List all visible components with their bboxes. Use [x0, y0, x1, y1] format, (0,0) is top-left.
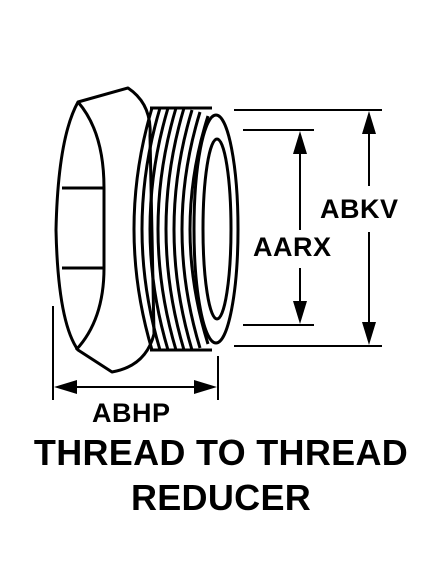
thread-ridge [148, 107, 170, 351]
thread-ridge [164, 107, 186, 351]
hex-nut-upper-face [76, 101, 106, 189]
arrowheads [54, 111, 376, 394]
abkv-arrow-up [362, 111, 376, 134]
abhp-arrow-right [194, 380, 217, 394]
hex-nut-lower-face [74, 267, 106, 352]
hex-nut [54, 86, 156, 374]
thread-ridge [156, 107, 178, 351]
diagram-title-line-1: THREAD TO THREAD [34, 432, 408, 473]
threaded-body [132, 106, 240, 352]
thread-end-inner [201, 137, 233, 321]
thread-ridge [172, 109, 194, 351]
thread-end-outer [192, 113, 240, 345]
dimension-lines [52, 109, 382, 400]
aarx-arrow-up [293, 131, 307, 154]
thread-ridge [180, 111, 202, 349]
aarx-arrow-down [293, 301, 307, 324]
abhp-arrow-left [54, 380, 77, 394]
abhp-label: ABHP [92, 398, 171, 428]
thread-ridge [132, 107, 154, 351]
thread-ridge [140, 107, 162, 351]
abkv-arrow-down [362, 322, 376, 345]
aarx-label: AARX [253, 232, 332, 262]
diagram-title-line-2: REDUCER [131, 477, 311, 518]
abkv-label: ABKV [320, 194, 399, 224]
hex-nut-outline [54, 86, 156, 374]
